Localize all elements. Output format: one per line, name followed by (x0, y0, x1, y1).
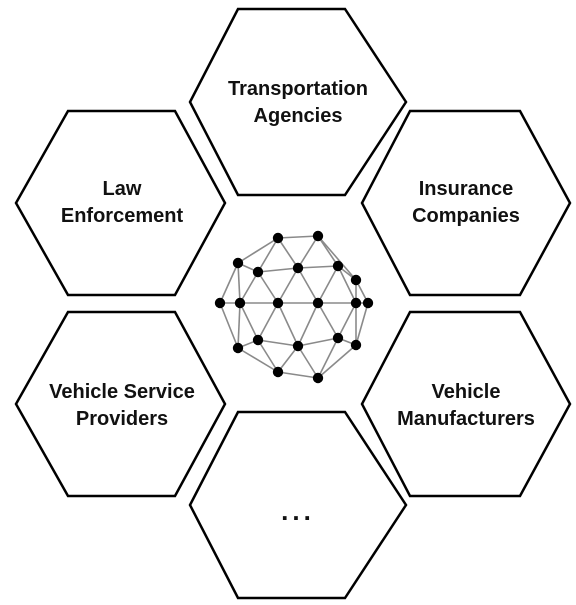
network-node (350, 297, 362, 309)
hex-label-line: Vehicle (432, 381, 501, 403)
hex-vehicle-service-providers: Vehicle Service Providers (14, 310, 227, 498)
network-edge (277, 237, 299, 269)
network-edge (337, 265, 357, 304)
network-edge (239, 271, 259, 304)
hex-label-line: Insurance (419, 178, 513, 200)
network-edge (277, 235, 319, 239)
hex-label-line: Vehicle Service (49, 381, 195, 403)
hex-label-line: Law (103, 178, 142, 200)
network-node (252, 334, 264, 346)
network-edge (257, 339, 299, 347)
network-node (252, 266, 264, 278)
hex-label-line: Manufacturers (397, 408, 535, 430)
network-edge (297, 302, 319, 347)
network-node (272, 366, 284, 378)
hex-vehicle-manufacturers: Vehicle Manufacturers (360, 310, 572, 498)
network-edge (277, 371, 319, 379)
hex-insurance-companies: Insurance Companies (360, 109, 572, 297)
network-node (312, 230, 324, 242)
network-edge (277, 345, 299, 373)
hex-label-line: Providers (76, 408, 168, 430)
network-node (232, 257, 244, 269)
network-edge (297, 235, 319, 269)
network-edge (277, 302, 299, 347)
network-node (214, 297, 226, 309)
network-node (312, 372, 324, 384)
network-edge (237, 347, 279, 373)
network-node (332, 260, 344, 272)
hex-label-line: Enforcement (61, 205, 184, 227)
hex-label-line: Agencies (254, 105, 343, 127)
network-node (292, 340, 304, 352)
network-edge (317, 302, 339, 339)
network-node (272, 297, 284, 309)
network-edge (257, 302, 279, 341)
hex-transportation-agencies: Transportation Agencies (188, 7, 408, 197)
network-node (362, 297, 374, 309)
network-node (234, 297, 246, 309)
network-node (232, 342, 244, 354)
network-edge (257, 267, 299, 273)
network-edge (239, 302, 259, 341)
network-edge (219, 302, 239, 349)
network-node (350, 274, 362, 286)
network-edge (355, 302, 369, 346)
network-edge (297, 267, 319, 304)
network-edge (317, 265, 339, 304)
network-node (350, 339, 362, 351)
network-edge (317, 235, 357, 281)
network-edge (297, 345, 319, 379)
network-edge (237, 237, 279, 264)
network-edge (297, 265, 339, 269)
network-edge (237, 262, 241, 304)
network-edge (219, 262, 239, 304)
network-edge (317, 344, 357, 379)
hex-label-line: Transportation (228, 78, 368, 100)
network-edge (297, 337, 339, 347)
network-edge (337, 302, 357, 339)
hex-law-enforcement: Law Enforcement (14, 109, 227, 297)
network-node (332, 332, 344, 344)
network-node (292, 262, 304, 274)
hex-more-ellipsis: ... (188, 410, 408, 600)
hex-label-line: Companies (412, 205, 520, 227)
hex-ellipsis-text: ... (281, 496, 315, 526)
network-edge (257, 271, 279, 304)
network-node (312, 297, 324, 309)
network-edge (317, 337, 339, 379)
network-edge (277, 267, 299, 304)
network-edge (257, 237, 279, 273)
network-edge (237, 302, 241, 349)
network-globe-icon (214, 230, 374, 384)
network-edge (257, 339, 279, 373)
network-node (272, 232, 284, 244)
